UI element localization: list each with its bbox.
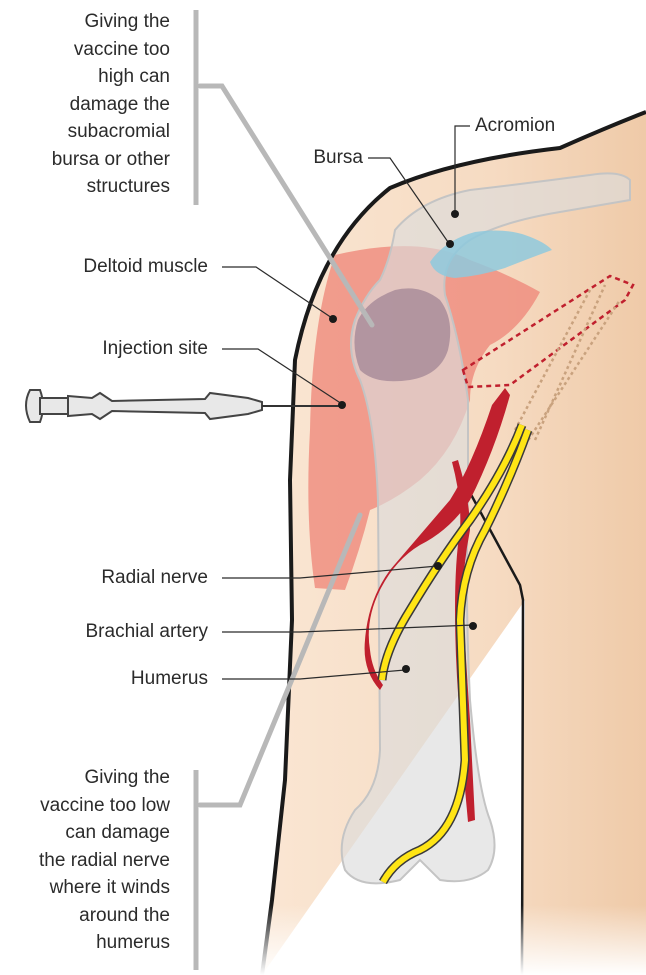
warning-high-line: subacromial: [0, 118, 170, 146]
warning-low-line: Giving the: [0, 764, 170, 792]
warning-low-line: humerus: [0, 929, 170, 957]
warning-low-line: the radial nerve: [0, 847, 170, 875]
warning-low-line: can damage: [0, 819, 170, 847]
warning-high-line: vaccine too: [0, 36, 170, 64]
warning-too-high: Giving the vaccine too high can damage t…: [0, 8, 170, 201]
label-brachial-artery: Brachial artery: [86, 619, 209, 645]
warning-high-line: structures: [0, 173, 170, 201]
warning-high-line: high can: [0, 63, 170, 91]
label-injection-site: Injection site: [102, 336, 208, 362]
warning-low-line: where it winds: [0, 874, 170, 902]
label-humerus: Humerus: [131, 666, 208, 692]
warning-too-low: Giving the vaccine too low can damage th…: [0, 764, 170, 957]
label-acromion: Acromion: [475, 113, 555, 139]
warning-high-line: Giving the: [0, 8, 170, 36]
label-bursa: Bursa: [313, 145, 363, 171]
warning-high-line: bursa or other: [0, 146, 170, 174]
warning-low-line: around the: [0, 902, 170, 930]
label-radial-nerve: Radial nerve: [101, 565, 208, 591]
label-deltoid-muscle: Deltoid muscle: [83, 254, 208, 280]
warning-high-line: damage the: [0, 91, 170, 119]
warning-low-line: vaccine too low: [0, 792, 170, 820]
